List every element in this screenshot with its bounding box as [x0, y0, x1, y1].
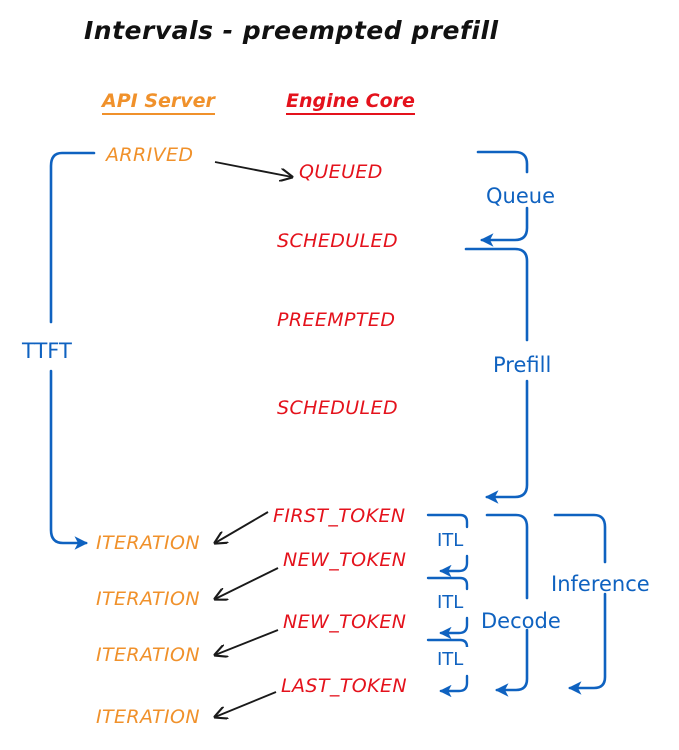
- bracket-ttft-upper: [49, 151, 96, 324]
- interval-label-itl-1: ITL: [437, 530, 464, 551]
- bracket-itl-1-lower: [439, 554, 469, 578]
- interval-label-ttft: TTFT: [22, 339, 72, 363]
- arrow-arrived-to-queued: [214, 161, 292, 177]
- bracket-inference-lower: [567, 592, 607, 695]
- state-first-token: FIRST_TOKEN: [273, 505, 406, 527]
- column-header-engine-core: Engine Core: [286, 90, 415, 115]
- bracket-prefill-lower: [484, 379, 529, 504]
- state-iteration-3: ITERATION: [96, 644, 201, 666]
- arrow-new-token-2-to-iteration: [215, 629, 279, 655]
- state-arrived: ARRIVED: [106, 144, 194, 166]
- interval-label-queue: Queue: [486, 184, 555, 208]
- interval-label-decode: Decode: [481, 609, 561, 633]
- bracket-decode-upper: [485, 513, 529, 600]
- bracket-decode-lower: [494, 628, 529, 697]
- interval-label-itl-3: ITL: [437, 649, 464, 670]
- page-title: Intervals - preempted prefill: [84, 16, 499, 45]
- state-preempted: PREEMPTED: [277, 309, 396, 331]
- bracket-itl-3-lower: [439, 674, 469, 698]
- arrow-last-token-to-iteration: [215, 691, 277, 717]
- bracket-ttft-lower: [49, 369, 89, 550]
- bracket-prefill-upper: [464, 247, 529, 342]
- arrow-first-token-to-iteration: [215, 511, 269, 543]
- bracket-queue-upper: [476, 150, 529, 174]
- bracket-itl-2-upper: [426, 576, 469, 591]
- state-new-token-1: NEW_TOKEN: [283, 549, 407, 571]
- state-queued: QUEUED: [299, 161, 383, 183]
- bracket-itl-1-upper: [426, 513, 469, 529]
- state-iteration-2: ITERATION: [96, 588, 201, 610]
- state-scheduled-1: SCHEDULED: [277, 230, 398, 252]
- state-iteration-4: ITERATION: [96, 706, 201, 728]
- bracket-queue-lower: [479, 206, 529, 247]
- arrow-new-token-1-to-iteration: [215, 567, 279, 599]
- bracket-itl-2-lower: [439, 616, 469, 640]
- interval-label-itl-2: ITL: [437, 592, 464, 613]
- state-last-token: LAST_TOKEN: [281, 675, 407, 697]
- state-new-token-2: NEW_TOKEN: [283, 611, 407, 633]
- column-header-api-server: API Server: [102, 90, 215, 115]
- interval-label-inference: Inference: [551, 572, 650, 596]
- state-iteration-1: ITERATION: [96, 532, 201, 554]
- interval-label-prefill: Prefill: [493, 353, 552, 377]
- bracket-inference-upper: [553, 513, 607, 564]
- state-scheduled-2: SCHEDULED: [277, 397, 398, 419]
- bracket-itl-3-upper: [426, 638, 469, 648]
